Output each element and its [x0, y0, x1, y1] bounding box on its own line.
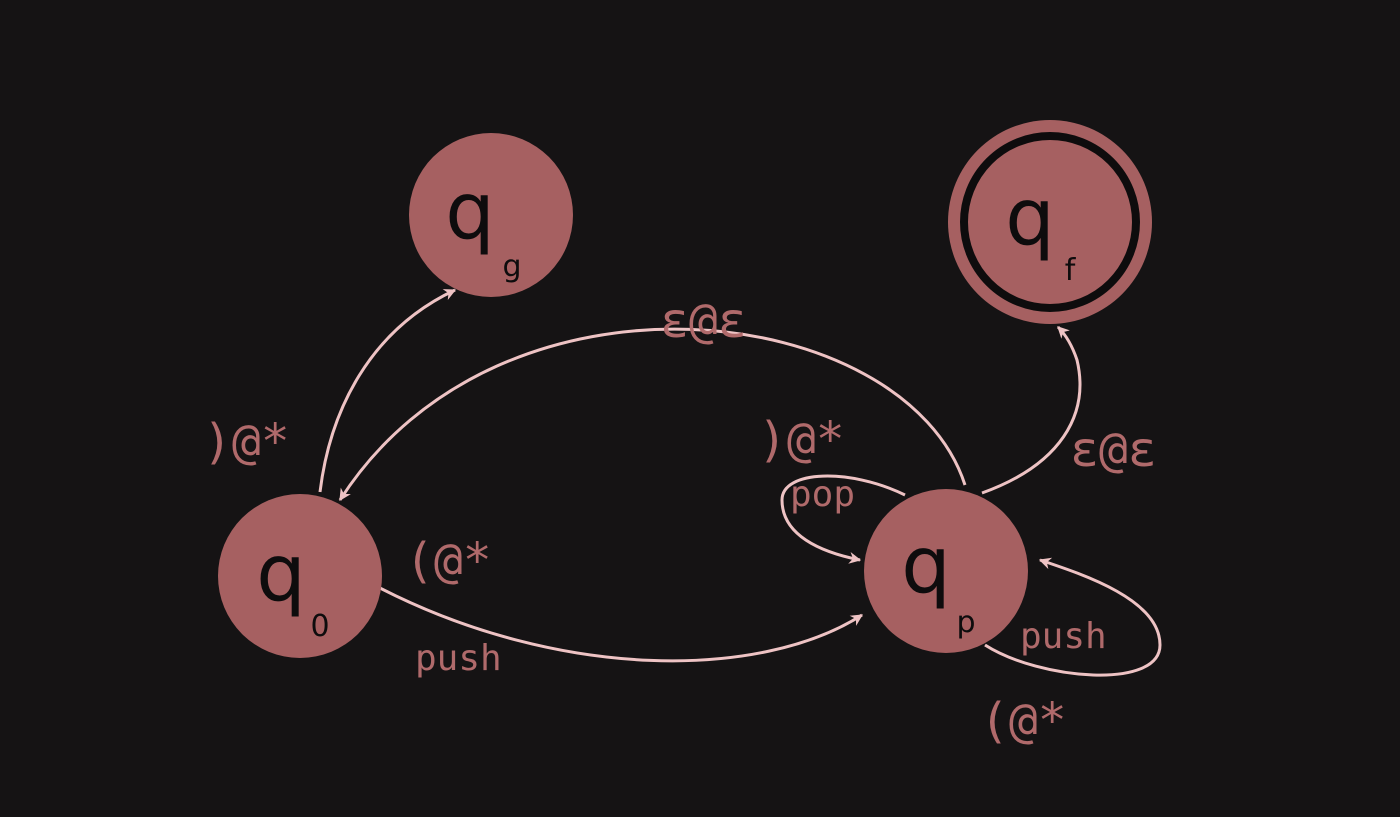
edge-qp-to-qf	[981, 325, 1082, 495]
state-q0-subscript: 0	[310, 609, 329, 644]
state-qp: q p	[864, 489, 1028, 653]
edge-qp-to-q0	[338, 327, 967, 502]
state-qf-final-ring	[960, 132, 1140, 312]
state-qg-circle	[409, 133, 573, 297]
label-qp-q0: ε@ε	[660, 293, 747, 349]
state-q0-letter: q	[256, 529, 306, 619]
edge-q0-to-qp	[379, 586, 864, 663]
state-qf-subscript: f	[1065, 253, 1077, 288]
state-qf-circle	[948, 120, 1152, 324]
state-qg-letter: q	[445, 167, 495, 257]
state-qg-subscript: g	[502, 249, 521, 284]
action-qp-self-pop: pop	[790, 474, 855, 515]
edge-qp-self-pop	[780, 474, 906, 564]
state-qg: q g	[409, 133, 573, 297]
label-qp-qf: ε@ε	[1070, 422, 1157, 478]
state-q0: q 0	[218, 494, 382, 658]
label-qp-self-push: (@*	[980, 693, 1067, 749]
label-q0-qg: )@*	[203, 414, 290, 470]
action-q0-qp: push	[415, 638, 502, 679]
state-qp-subscript: p	[956, 605, 975, 640]
state-qp-circle	[864, 489, 1028, 653]
label-q0-qp: (@*	[405, 533, 492, 589]
action-qp-self-push: push	[1020, 616, 1107, 657]
edge-qp-self-push	[984, 557, 1162, 677]
state-q0-circle	[218, 494, 382, 658]
state-qp-letter: q	[901, 521, 951, 611]
label-qp-self-pop: )@*	[758, 412, 845, 468]
state-qf-letter: q	[1005, 173, 1055, 263]
state-qf: q f	[948, 120, 1152, 324]
edge-q0-to-qg	[318, 288, 457, 493]
